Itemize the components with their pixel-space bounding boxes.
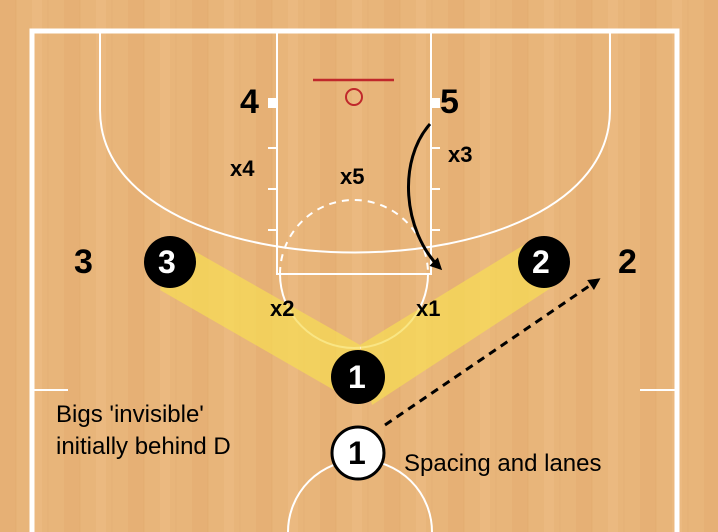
player-3-label: 3 [158, 244, 176, 280]
defender-x2: x2 [270, 296, 295, 321]
lane [276, 30, 432, 275]
player-1-ball-label: 1 [348, 359, 366, 395]
player-2-spot-label: 2 [618, 243, 637, 281]
bigs-note-line1: Bigs 'invisible' [56, 401, 204, 428]
bigs-note-line2: initially behind D [56, 433, 231, 460]
player-3-spot-label: 3 [74, 243, 93, 281]
player-1-open-label: 1 [348, 435, 366, 471]
player-1-ball-circle [331, 350, 385, 404]
player-2-label: 2 [532, 244, 550, 280]
cut-path-5 [407, 123, 443, 271]
court-lines [29, 28, 680, 532]
player-5-label: 5 [440, 83, 459, 121]
player-1-open-circle [330, 425, 386, 481]
defender-x1: x1 [416, 296, 441, 321]
defender-x4: x4 [230, 156, 255, 181]
rim [345, 88, 363, 106]
player-3-circle [144, 236, 196, 288]
player-4-label: 4 [240, 83, 259, 121]
three-point-line [99, 31, 611, 254]
defender-x3: x3 [448, 142, 473, 167]
spacing-note: Spacing and lanes [404, 450, 602, 477]
pass-line-1-to-2 [384, 278, 601, 427]
highlight-lanes [160, 240, 560, 405]
player-2-circle [518, 236, 570, 288]
defender-x5: x5 [340, 164, 365, 189]
